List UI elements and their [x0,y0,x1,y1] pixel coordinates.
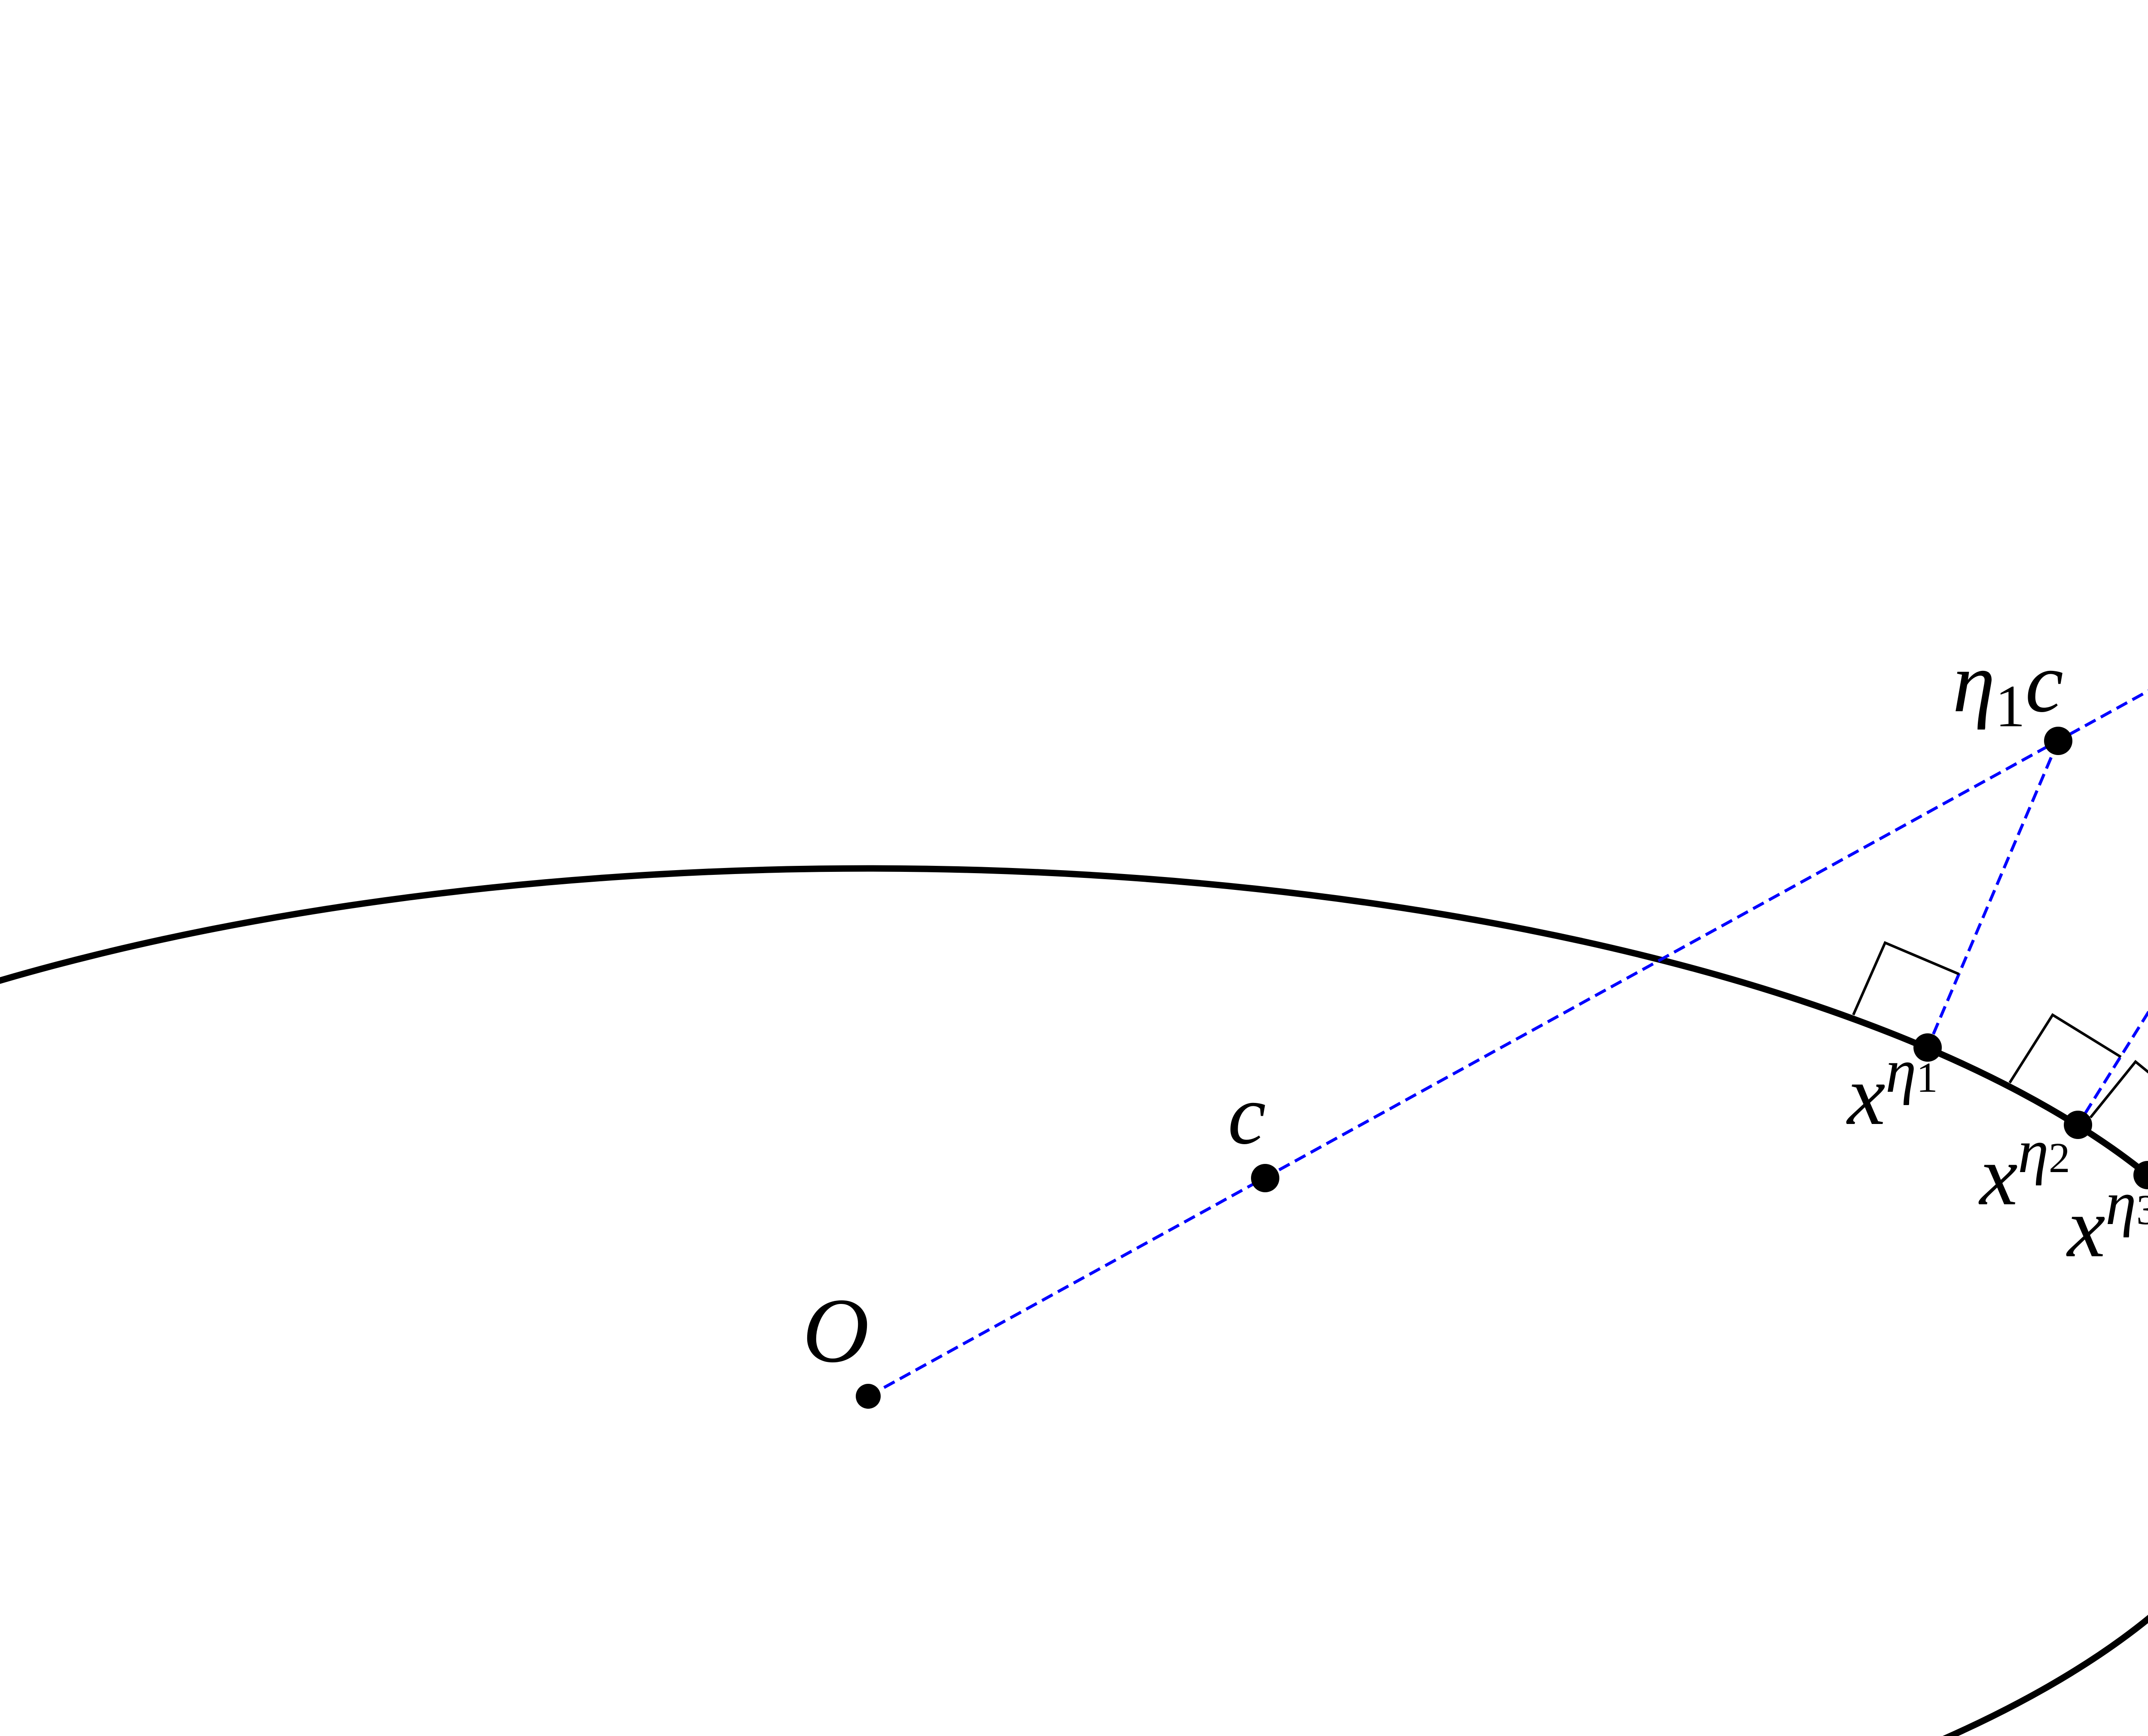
label-eta1c: η1c [1953,635,2063,740]
right-angle-marker-2 [2008,1013,2122,1084]
point-origin [856,1384,881,1409]
right-angle-marker-3 [2089,1060,2148,1118]
label-c: c [1228,1067,1266,1162]
point-c [1251,1164,1279,1192]
points [856,727,2148,1409]
label-origin: O [802,1279,869,1382]
labels: O c η1c η2c η3c xη1 xη2 xη3 x* [802,635,2148,1382]
point-x-eta1 [1913,1033,1942,1062]
dashed-lines [867,689,2148,1398]
projection-eta1c-to-x-eta1 [1926,740,2060,1048]
label-x-eta3: xη3 [2066,1169,2148,1275]
constraint-ellipse [0,865,2148,1736]
right-angle-markers [1852,941,2148,1118]
right-angle-marker-1 [1852,941,1960,1016]
label-x-eta2: xη2 [1978,1117,2070,1223]
point-eta1c [2044,727,2072,755]
point-x-eta3 [2133,1161,2148,1189]
point-x-eta2 [2064,1111,2092,1139]
label-x-eta1: xη1 [1846,1037,1938,1143]
